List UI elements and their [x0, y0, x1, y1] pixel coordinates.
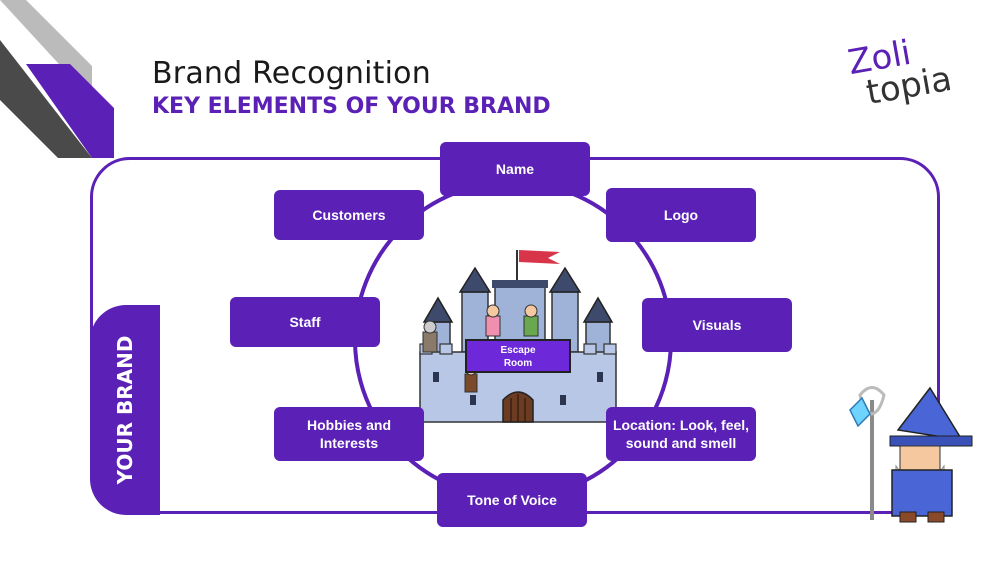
- element-hobbies: Hobbies and Interests: [274, 407, 424, 461]
- castle-icon: [419, 250, 617, 423]
- page-subtitle: KEY ELEMENTS OF YOUR BRAND: [152, 94, 551, 119]
- element-visuals: Visuals: [642, 298, 792, 352]
- castle-sign-line1: Escape: [500, 345, 535, 356]
- element-location: Location: Look, feel, sound and smell: [606, 407, 756, 461]
- element-customers: Customers: [274, 190, 424, 240]
- page-title: Brand Recognition: [152, 56, 431, 91]
- element-tone-of-voice: Tone of Voice: [437, 473, 587, 527]
- corner-stripes-decoration: [0, 0, 114, 158]
- element-staff: Staff: [230, 297, 380, 347]
- side-tab: [90, 305, 160, 515]
- castle-sign-line2: Room: [504, 358, 532, 369]
- element-logo: Logo: [606, 188, 756, 242]
- element-name: Name: [440, 142, 590, 196]
- wizard-icon: [849, 386, 973, 523]
